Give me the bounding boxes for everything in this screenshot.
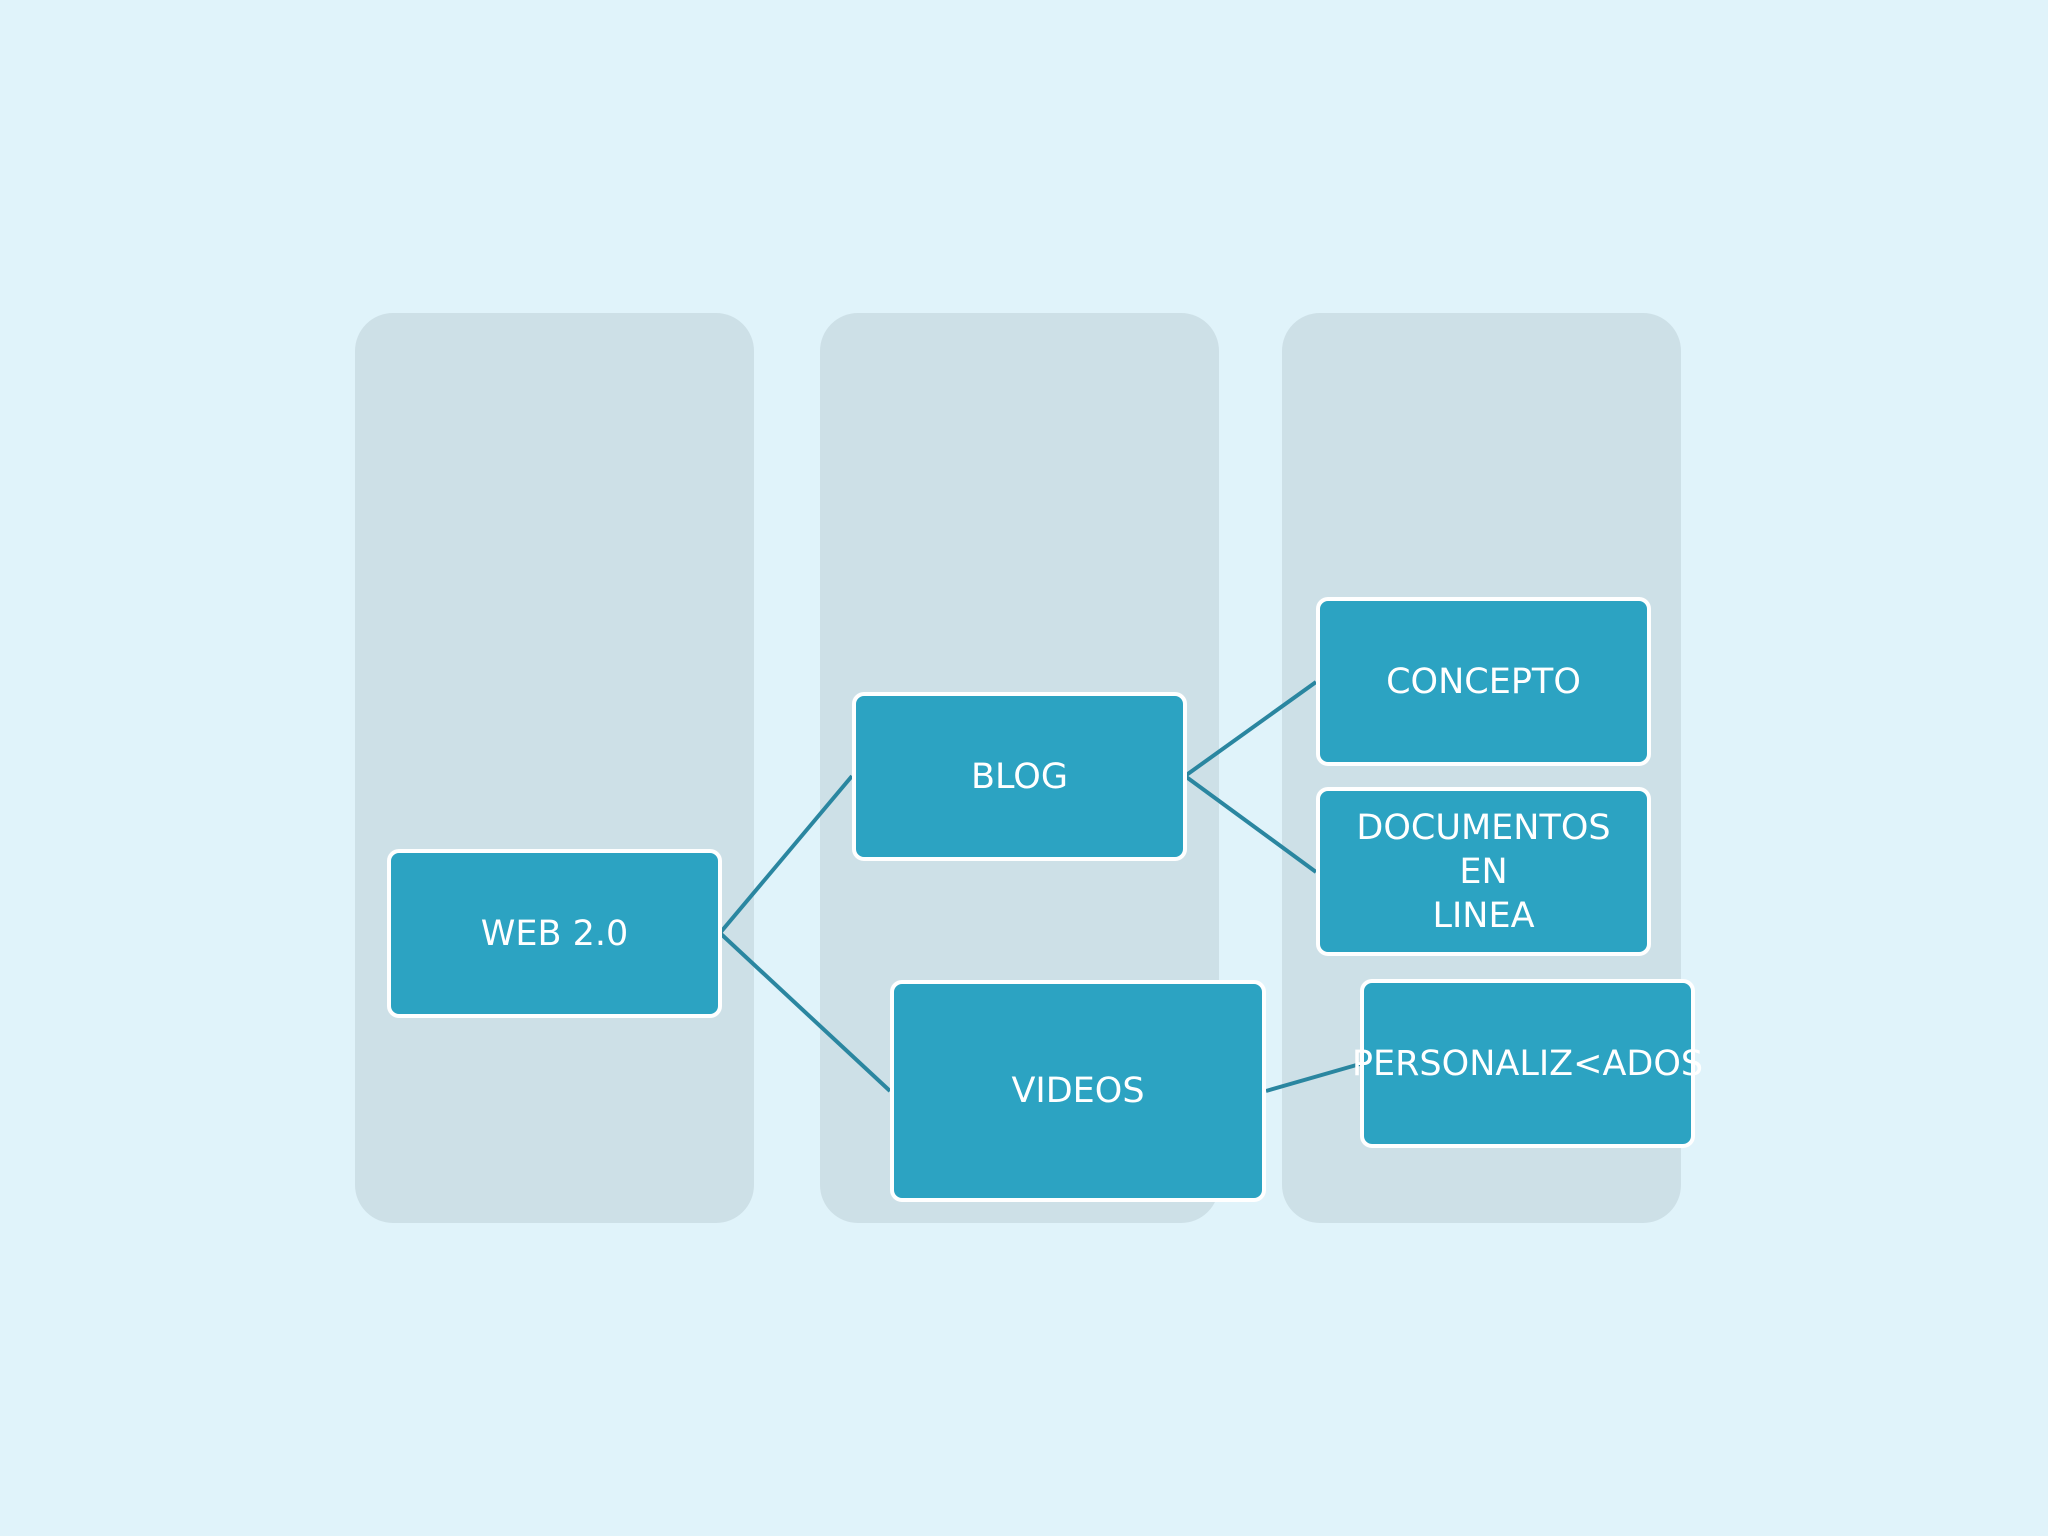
column-level-1 [355,313,754,1223]
connector-videos-personalizados [1265,1062,1361,1093]
node-concepto: CONCEPTO [1316,597,1651,766]
connector-blog-documentos [1183,774,1318,874]
node-videos: VIDEOS [890,980,1266,1202]
connector-blog-concepto [1183,680,1318,778]
connector-web-blog [718,774,854,935]
node-blog: BLOG [852,692,1187,861]
node-personalizados: PERSONALIZ<ADOS [1352,979,1703,1148]
connector-web-videos [718,931,892,1093]
node-web-2-0: WEB 2.0 [387,849,722,1018]
node-documentos-en-linea: DOCUMENTOS EN LINEA [1316,787,1651,956]
